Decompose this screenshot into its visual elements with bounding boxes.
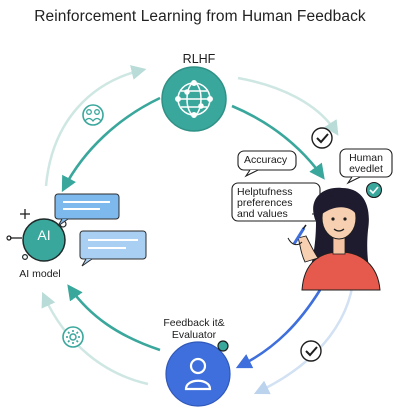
- ai-model-node[interactable]: [6, 209, 67, 262]
- human-eval-bubble: [339, 148, 393, 185]
- outer-arc-top-right: [237, 76, 339, 136]
- accuracy-text: Accuracy: [244, 154, 288, 166]
- helpfulness-line1: Helptufness: [237, 186, 293, 198]
- outer-arc-top-left: [44, 65, 147, 187]
- evaluator-label-line1: Feedback it&: [163, 317, 225, 329]
- arrow-human-to-evaluator: [235, 289, 322, 369]
- helpfulness-line2: preferences: [237, 197, 293, 210]
- evaluator-label-line2: Evaluator: [171, 329, 217, 341]
- person-icon: [184, 357, 212, 391]
- helpfulness-line3: and values: [237, 208, 288, 221]
- check-icon: [300, 340, 322, 362]
- arrow-evaluator-to-ai: [67, 284, 161, 352]
- check-icon: [311, 127, 333, 149]
- globe-network-icon: [175, 80, 213, 118]
- chat-bubble-icon: [79, 230, 147, 267]
- rlhf-node[interactable]: [161, 66, 227, 132]
- people-icon: [82, 104, 104, 126]
- ai-model-label: AI model: [19, 268, 61, 280]
- human-eval-text: Human evedlet: [343, 153, 389, 175]
- diagram-title: Reinforcement Learning from Human Feedba…: [34, 8, 366, 25]
- human-eval-line2: evedlet: [349, 163, 383, 175]
- accuracy-bubble: [237, 150, 297, 178]
- human-eval-line1: Human: [349, 152, 383, 164]
- evaluator-label: Feedback it& Evaluator: [148, 317, 240, 341]
- ai-badge-text: AI: [37, 227, 51, 243]
- gear-icon: [62, 326, 84, 348]
- chat-bubble-icon: [54, 193, 120, 227]
- helpfulness-text: Helptufness preferences and values: [237, 186, 317, 221]
- human-evaluator-figure: [287, 187, 381, 291]
- rlhf-label: RLHF: [182, 52, 216, 66]
- outer-arc-bottom-left: [41, 291, 149, 386]
- check-icon: [365, 181, 383, 199]
- arrow-rlhf-to-human: [231, 104, 325, 180]
- evaluator-node[interactable]: [165, 340, 231, 407]
- arrow-rlhf-to-ai: [61, 96, 161, 193]
